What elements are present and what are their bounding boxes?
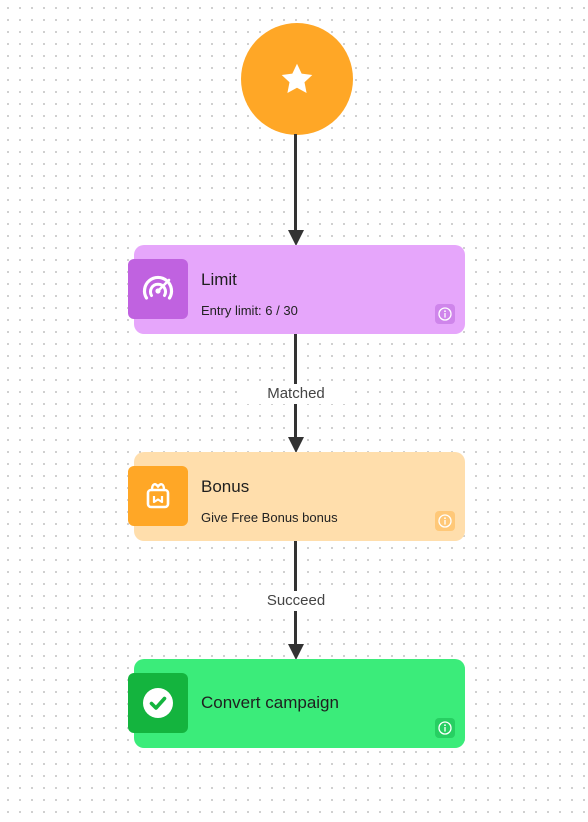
- info-icon[interactable]: [435, 304, 455, 324]
- edge-label-matched: Matched: [246, 384, 346, 404]
- gift-bag-icon: [128, 466, 188, 526]
- star-icon: [281, 63, 313, 93]
- convert-campaign-node[interactable]: Convert campaign: [134, 659, 465, 748]
- edge-label-succeed: Succeed: [246, 591, 346, 611]
- arrowhead: [288, 644, 304, 660]
- edge-start-limit[interactable]: [294, 134, 297, 232]
- info-icon[interactable]: [435, 718, 455, 738]
- node-subtitle: Entry limit: 6 / 30: [201, 303, 298, 318]
- node-title: Convert campaign: [201, 693, 339, 712]
- arrowhead: [288, 230, 304, 246]
- node-title: Limit: [201, 270, 237, 289]
- limit-node[interactable]: Limit Entry limit: 6 / 30: [134, 245, 465, 334]
- bonus-node[interactable]: Bonus Give Free Bonus bonus: [134, 452, 465, 541]
- check-circle-icon: [128, 673, 188, 733]
- node-subtitle: Give Free Bonus bonus: [201, 510, 338, 525]
- node-title: Bonus: [201, 477, 250, 496]
- start-node[interactable]: [241, 23, 353, 135]
- info-icon[interactable]: [435, 511, 455, 531]
- arrowhead: [288, 437, 304, 453]
- gauge-icon: [128, 259, 188, 319]
